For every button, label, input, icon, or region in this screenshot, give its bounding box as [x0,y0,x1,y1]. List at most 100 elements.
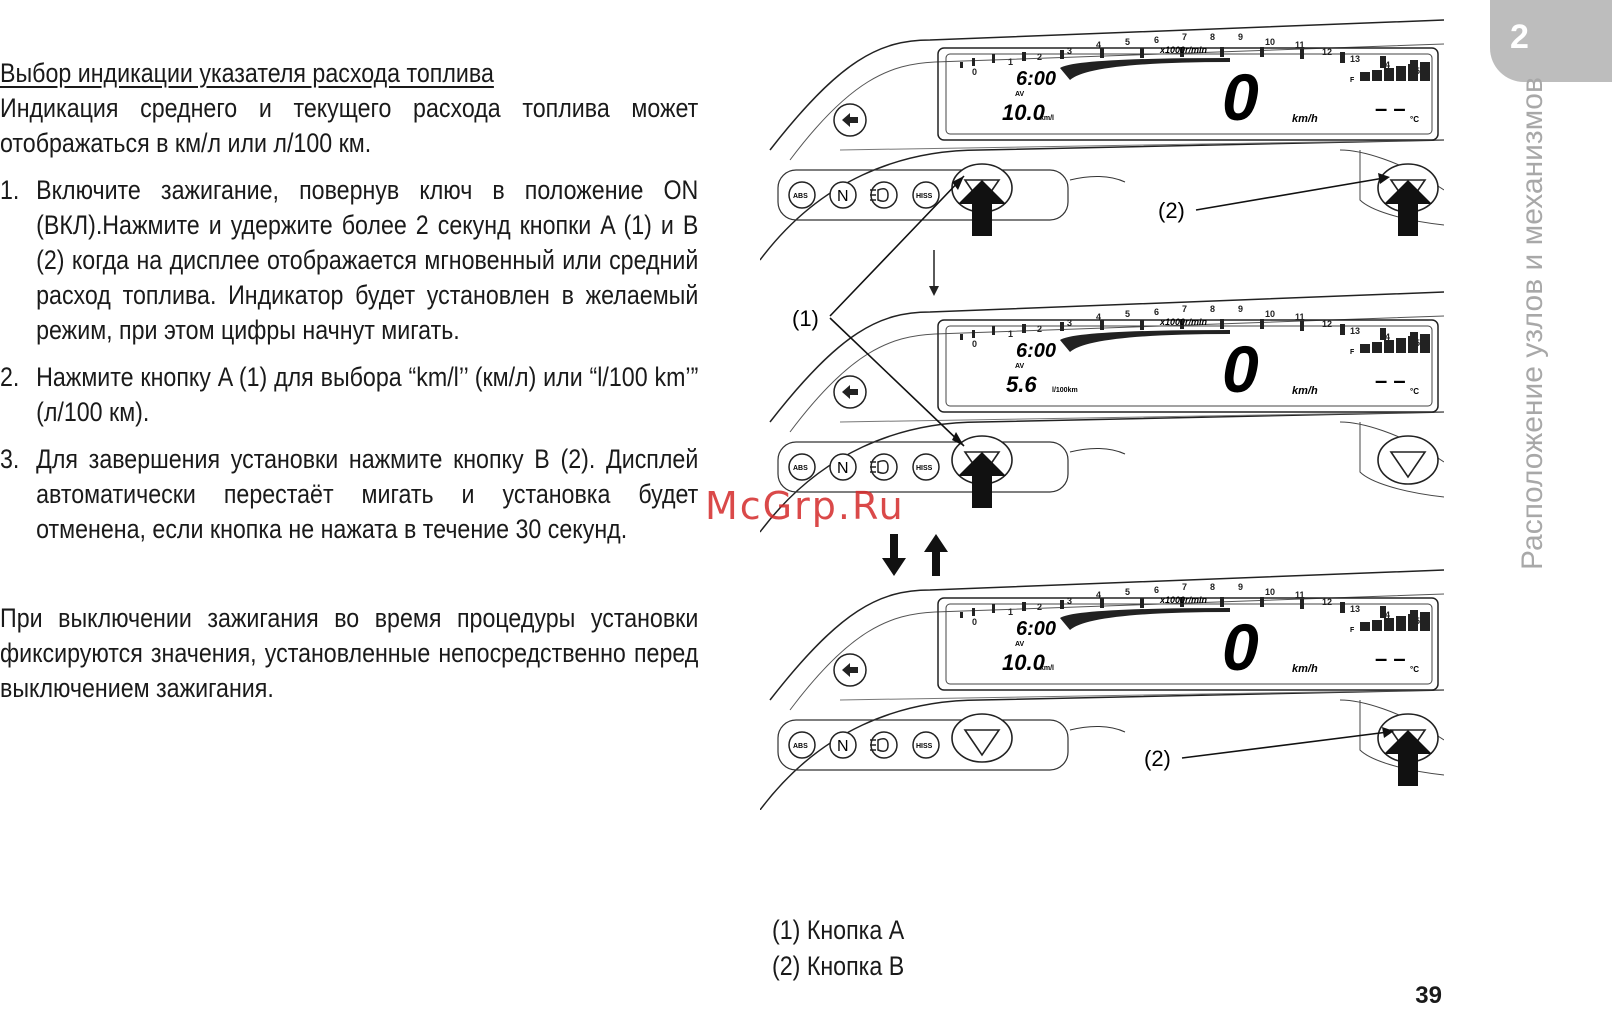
watermark: McGrp.Ru [705,484,905,528]
dashboard-1: 0 1 2 3 4 5 6 7 8 9 10 11 12 13 14 15 x1… [760,19,1444,261]
headlight-icon [870,188,889,202]
rpm-label: x1000r/min [1159,45,1208,55]
step-text: Для завершения установки нажмите кнопку … [36,444,699,544]
rpm-tick: 9 [1238,32,1243,42]
neutral-indicator: N [837,738,849,755]
rpm-tick: 4 [1096,312,1101,322]
step-number: 3. [0,444,20,474]
rpm-tick: 0 [972,67,977,77]
temp-display: – – [1375,368,1406,393]
button-a[interactable] [951,713,1013,763]
speed-unit: km/h [1292,663,1318,675]
rpm-tick: 5 [1125,587,1130,597]
svg-text:(2): (2) [1144,746,1171,771]
page-number: 39 [1415,982,1442,1009]
rpm-tick: 5 [1125,309,1130,319]
dashboard-figure: 0 1 2 3 4 5 6 7 8 9 10 11 12 13 14 15 x1… [760,0,1444,810]
dashboard-2: 0 1 2 3 4 5 6 7 8 9 10 11 12 13 14 15 x1… [760,291,1444,533]
speed-unit: km/h [1292,113,1318,125]
consumption-unit: km/l [1040,115,1054,122]
fuel-mark: F [1350,349,1355,356]
rpm-tick: 6 [1154,35,1159,45]
rpm-label: x1000r/min [1159,595,1208,605]
indicator-row: ABS N HISS [788,181,940,209]
step-3: 3. Для завершения установки нажмите кноп… [0,442,698,547]
rpm-tick: 12 [1322,47,1332,57]
rpm-tick: 3 [1067,318,1072,328]
rpm-tick: 9 [1238,304,1243,314]
av-label: AV [1015,363,1025,370]
rpm-tick: 5 [1125,37,1130,47]
rpm-tick: 8 [1210,304,1215,314]
press-arrow-icon [958,180,1006,236]
speed-display: 0 [1222,610,1259,684]
clock-display: 6:00 [1016,68,1056,90]
step-text: Нажмите кнопку A (1) для выбора “km/l’’ … [36,362,699,427]
temp-unit: °C [1410,665,1419,674]
consumption-display: 10.0 [1002,650,1046,675]
rpm-tick: 1 [1008,329,1013,339]
hiss-indicator: HISS [916,743,933,750]
rpm-tick: 14 [1380,610,1390,620]
rpm-tick: 13 [1350,604,1360,614]
rpm-tick: 12 [1322,597,1332,607]
rpm-tick: 11 [1295,40,1305,50]
speed-display: 0 [1222,332,1259,406]
rpm-tick: 6 [1154,585,1159,595]
callout-1: (1) [792,175,965,447]
rpm-tick: 3 [1067,46,1072,56]
headlight-icon [870,738,889,752]
rpm-tick: 14 [1380,332,1390,342]
neutral-indicator: N [837,460,849,477]
rpm-tick: 1 [1008,607,1013,617]
fuel-mark: F [1350,77,1355,84]
fuel-mark: F [1350,627,1355,634]
rpm-tick: 8 [1210,32,1215,42]
callout-2-bottom: (2) [1144,727,1394,771]
rpm-tick: 6 [1154,307,1159,317]
rpm-tick: 8 [1210,582,1215,592]
av-label: AV [1015,641,1025,648]
speed-display: 0 [1222,60,1259,134]
rpm-tick: 1 [1008,57,1013,67]
clock-display: 6:00 [1016,618,1056,640]
step-number: 2. [0,362,20,392]
consumption-unit: km/l [1040,665,1054,672]
rpm-tick: 13 [1350,54,1360,64]
button-b[interactable] [1377,435,1439,485]
rpm-tick: 4 [1096,590,1101,600]
consumption-display: 10.0 [1002,100,1046,125]
step-1: 1. Включите зажигание, повернув ключ в п… [0,173,698,348]
rpm-label: x1000r/min [1159,317,1208,327]
temp-display: – – [1375,646,1406,671]
dashboard-3: 0 1 2 3 4 5 6 7 8 9 10 11 12 13 14 15 x1… [760,569,1444,810]
figure-captions: (1) Кнопка A (2) Кнопка B [772,912,904,984]
av-label: AV [1015,91,1025,98]
temp-unit: °C [1410,115,1419,124]
step-2: 2. Нажмите кнопку A (1) для выбора “km/l… [0,360,698,430]
clock-display: 6:00 [1016,340,1056,362]
rpm-tick: 0 [972,617,977,627]
rpm-tick: 2 [1037,602,1042,612]
neutral-indicator: N [837,188,849,205]
rpm-tick: 7 [1182,32,1187,42]
up-arrow-icon [924,534,948,576]
rpm-tick: 10 [1265,587,1275,597]
temp-unit: °C [1410,387,1419,396]
rpm-tick: 2 [1037,52,1042,62]
chapter-number: 2 [1510,18,1529,56]
indicator-row: ABS N HISS [788,453,940,481]
rpm-tick: 2 [1037,324,1042,334]
rpm-tick: 4 [1096,40,1101,50]
note-paragraph: При выключении зажигания во время процед… [0,603,699,703]
step-text: Включите зажигание, повернув ключ в поло… [36,175,699,345]
abs-indicator: ABS [793,743,808,750]
rpm-tick: 7 [1182,582,1187,592]
chapter-side-title: Расположение узлов и механизмов [1516,77,1549,570]
rpm-tick: 0 [972,339,977,349]
caption-button-b: (2) Кнопка B [772,951,905,981]
svg-text:(1): (1) [792,306,819,331]
hiss-indicator: HISS [916,193,933,200]
rpm-tick: 10 [1265,309,1275,319]
section-heading: Выбор индикации указателя расхода топлив… [0,58,494,88]
